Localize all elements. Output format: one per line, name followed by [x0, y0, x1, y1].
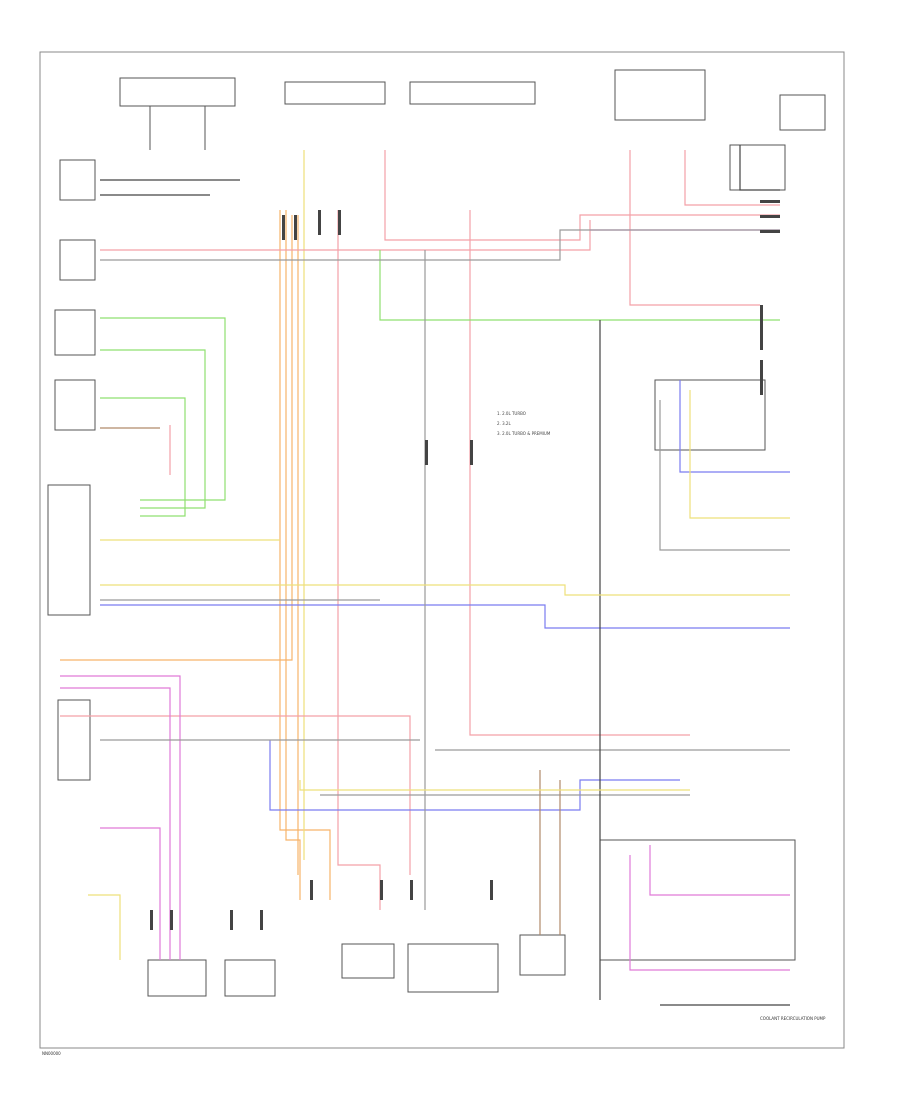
- legend: 1. 2.0L TURBO 2. 3.2L 3. 2.0L TURBO & PR…: [497, 411, 551, 436]
- fuse-panel-center: [284, 81, 536, 105]
- legend-item-1: 1. 2.0L TURBO: [497, 411, 526, 416]
- fan-relay-1: [224, 959, 276, 997]
- ac-pressure-sensor: [59, 159, 96, 201]
- legend-item-3: 3. 2.0L TURBO & PREMIUM: [497, 431, 551, 436]
- legend-item-2: 2. 3.2L: [497, 421, 511, 426]
- fuse-panel-left: [119, 77, 236, 150]
- fan-motor-1: [147, 959, 207, 997]
- coolant-fan-control-module: [729, 144, 786, 191]
- ac-pressure-switch: [59, 239, 96, 281]
- fuse-panel-right: [614, 69, 826, 131]
- coolant-fan-motor-right: [654, 379, 766, 451]
- engine-control-module: [47, 484, 91, 616]
- coolant-pump: [341, 943, 395, 979]
- wire-bundle-green: [100, 250, 780, 517]
- engine-control-right: [599, 839, 796, 961]
- wire-bundle-brown: [100, 427, 561, 935]
- diagram-frame: [39, 51, 845, 1049]
- wire-bundle-gray: [100, 229, 790, 910]
- wire-bundle-black: [100, 145, 790, 1006]
- footer-code: NN00000: [42, 1051, 61, 1056]
- coolant-switch: [54, 309, 96, 356]
- wire-bundle-yellow-right: [100, 390, 790, 791]
- connector-markers: [150, 200, 780, 930]
- sensor-bottom: [519, 934, 566, 976]
- coolant-fan-module-left: [57, 699, 91, 781]
- fan-relay-2: [407, 943, 499, 993]
- bottom-right-label: COOLANT RECIRCULATION PUMP: [760, 1016, 826, 1021]
- wire-bundle-blue: [100, 380, 790, 811]
- wire-bundle-orange: [60, 210, 331, 900]
- wire-bundle-red: [60, 150, 780, 910]
- outside-temp-sensor: [54, 379, 96, 431]
- wire-bundle-yellow: [88, 150, 305, 960]
